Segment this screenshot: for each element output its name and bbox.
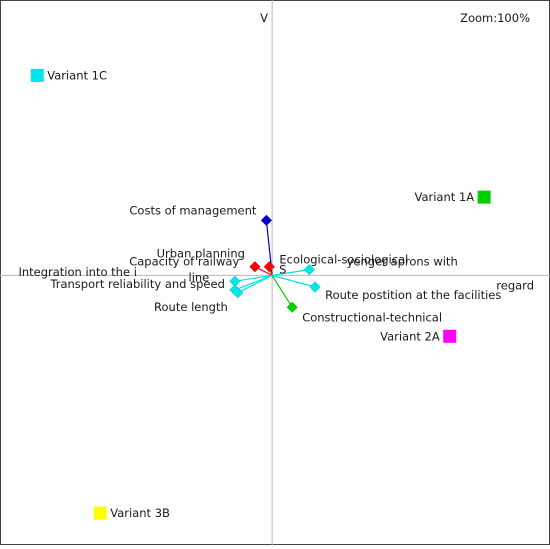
variant-points bbox=[30, 68, 491, 520]
criteria-markers bbox=[229, 214, 321, 314]
marker-urban-planning[interactable] bbox=[249, 260, 261, 273]
label-urban-planning: Urban planning bbox=[157, 247, 245, 261]
zoom-level: Zoom:100% bbox=[460, 11, 530, 25]
criteria-vectors bbox=[234, 220, 316, 308]
vector-constructional-technical bbox=[271, 275, 293, 308]
label-ecological-sociological: Ecological-sociological bbox=[279, 253, 408, 267]
vector-integration-into-the-i bbox=[234, 274, 273, 282]
label-route-postition-at-the-facilities: Route postition at the facilities bbox=[325, 288, 501, 302]
label-variant-3b: Variant 3B bbox=[110, 506, 170, 520]
vector-route-postition-at-the-facilities bbox=[271, 274, 316, 288]
point-variant-1a[interactable] bbox=[477, 190, 491, 204]
point-variant-2a[interactable] bbox=[443, 329, 457, 343]
point-variant-3b[interactable] bbox=[93, 506, 107, 520]
marker-route-length[interactable] bbox=[231, 286, 244, 299]
marker-constructional-technical[interactable] bbox=[286, 301, 299, 314]
label-variant-1c: Variant 1C bbox=[47, 68, 107, 82]
label-transport-reliability-and-speed: Transport reliability and speed bbox=[49, 277, 225, 291]
vector-transport-reliability-and-speed bbox=[234, 274, 273, 291]
horizontal-axis-label: regard bbox=[496, 278, 534, 292]
label-integration-into-the-i: Integration into the i bbox=[18, 265, 136, 279]
vector-route-length bbox=[237, 274, 273, 294]
annotation-yenger-aprons-with: yenger aprons with bbox=[347, 254, 458, 268]
label-variant-2a: Variant 2A bbox=[380, 329, 440, 343]
label-constructional-technical: Constructional-technical bbox=[302, 310, 442, 324]
marker-ecological-sociological[interactable] bbox=[303, 263, 316, 276]
marker-route-postition-at-the-facilities[interactable] bbox=[309, 281, 321, 293]
label-variant-1a: Variant 1A bbox=[414, 190, 474, 204]
label-costs-of-management: Costs of management bbox=[129, 203, 256, 217]
vector-ecological-sociological bbox=[272, 269, 310, 276]
marker-capacity-of-railway-line[interactable] bbox=[263, 260, 276, 273]
ecological-badge: S bbox=[279, 262, 286, 276]
label-route-length: Route length bbox=[154, 300, 228, 314]
marker-costs-of-management[interactable] bbox=[260, 214, 273, 227]
vertical-axis-label: V bbox=[260, 11, 268, 25]
point-variant-1c[interactable] bbox=[30, 68, 44, 82]
